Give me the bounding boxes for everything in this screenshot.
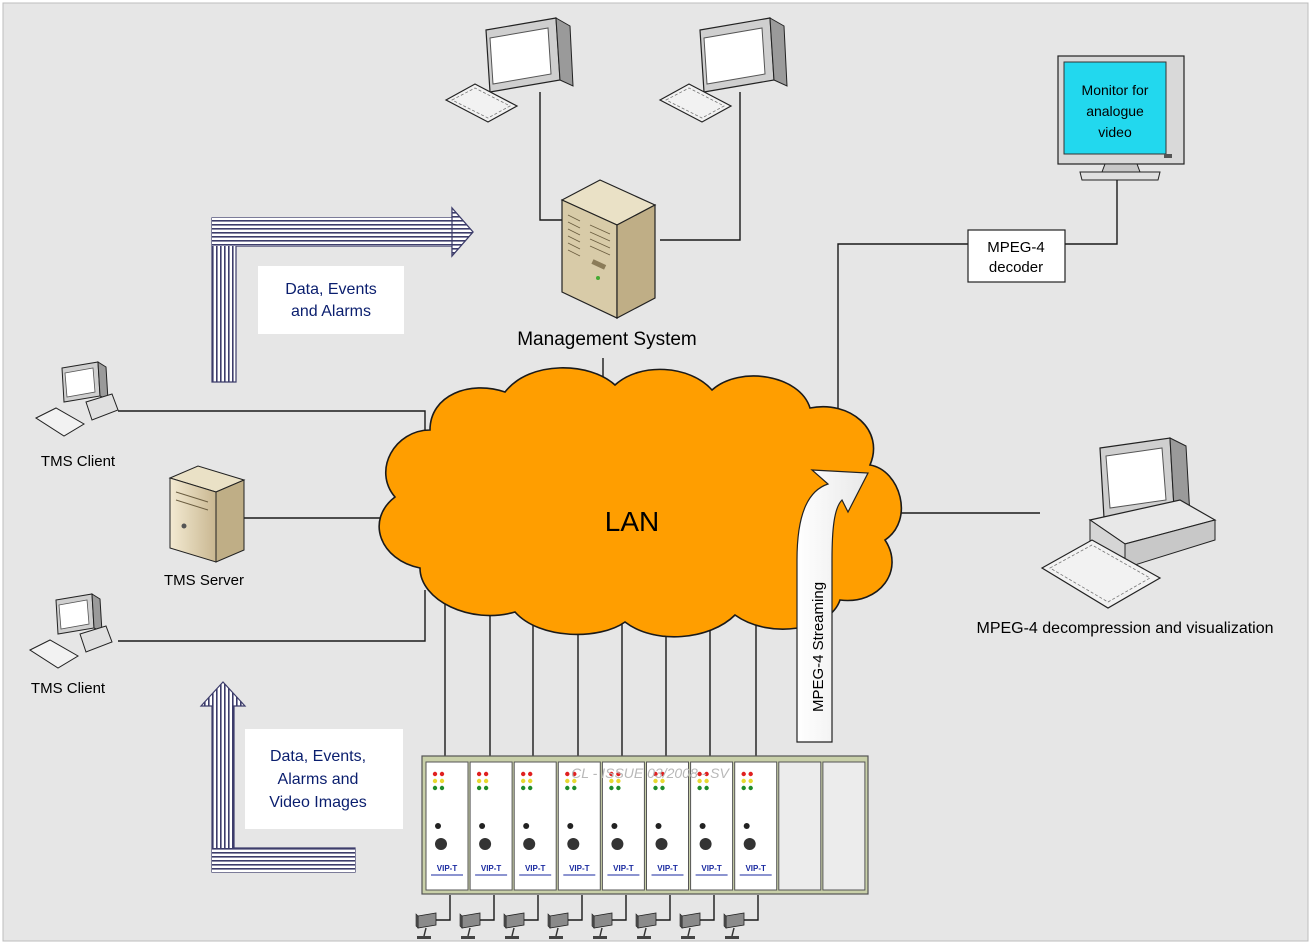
- tms-client-top-label: TMS Client: [41, 453, 116, 470]
- vip-t-module: VIP-T: [469, 761, 513, 891]
- camera-icon: [679, 912, 701, 939]
- vip-t-label: VIP-T: [437, 864, 458, 873]
- vip-t-label: VIP-T: [745, 864, 766, 873]
- vip-t-module: VIP-T: [557, 761, 601, 891]
- monitor-label-line-3: video: [1098, 124, 1132, 140]
- camera-icon: [547, 912, 569, 939]
- arrow-bottom-line-1: Data, Events,: [270, 748, 366, 765]
- visualization-label: MPEG-4 decompression and visualization: [976, 620, 1273, 637]
- watermark-text: CL - ISSUE 03/2008 - SV: [571, 765, 730, 781]
- vip-t-module: VIP-T: [513, 761, 557, 891]
- vip-t-label: VIP-T: [701, 864, 722, 873]
- connection-lines: [118, 92, 1118, 921]
- vip-t-label: VIP-T: [481, 864, 502, 873]
- arrow-bottom-line-3: Video Images: [269, 794, 367, 811]
- management-system-label: Management System: [517, 329, 697, 350]
- tms-server-icon: [168, 465, 246, 563]
- monitor-label-line-2: analogue: [1086, 103, 1144, 119]
- tms-server-label: TMS Server: [164, 572, 244, 589]
- arrow-top-line-2: and Alarms: [291, 303, 371, 320]
- camera-icon: [415, 912, 437, 939]
- vip-t-module: VIP-T: [646, 761, 689, 891]
- camera-icon: [591, 912, 613, 939]
- decoder-label-line-1: MPEG-4: [987, 239, 1045, 256]
- mpeg4-decoder-box: MPEG-4 decoder: [967, 229, 1066, 283]
- monitor-label-line-1: Monitor for: [1082, 82, 1149, 98]
- vip-t-label: VIP-T: [613, 864, 634, 873]
- vip-t-label: VIP-T: [569, 864, 590, 873]
- vip-t-module: VIP-T: [601, 761, 645, 891]
- visualization-workstation-icon: [1040, 437, 1217, 609]
- empty-rack-slot: [822, 761, 866, 891]
- camera-icon: [723, 912, 745, 939]
- camera-icon: [503, 912, 525, 939]
- lan-label: LAN: [605, 506, 659, 537]
- decoder-label-line-2: decoder: [989, 259, 1043, 276]
- tms-client-bottom-icon: [28, 593, 113, 669]
- tms-client-top-icon: [34, 361, 119, 437]
- vip-t-module: VIP-T: [734, 761, 778, 891]
- data-arrow-up: Data, Events and Alarms: [211, 206, 474, 383]
- lan-cloud: LAN: [378, 367, 903, 638]
- arrow-bottom-line-2: Alarms and: [278, 771, 359, 788]
- vip-t-module: VIP-T: [690, 761, 734, 891]
- tms-client-bottom-label: TMS Client: [31, 680, 106, 697]
- arrow-top-line-1: Data, Events: [285, 281, 377, 298]
- streaming-arrow: MPEG-4 Streaming: [796, 469, 869, 743]
- vip-t-label: VIP-T: [657, 864, 678, 873]
- camera-row: [415, 912, 745, 939]
- data-arrow-down: Data, Events, Alarms and Video Images: [199, 681, 403, 873]
- management-server-icon: [560, 179, 657, 319]
- vip-t-module: VIP-T: [425, 761, 469, 891]
- empty-rack-slot: [778, 761, 822, 891]
- workstation-left-icon: [444, 17, 574, 123]
- camera-icon: [459, 912, 481, 939]
- camera-icon: [635, 912, 657, 939]
- vip-t-rack: VIP-T VIP-T VIP-T VIP-T VIP-T VIP-T VIP-T VIP-T…: [421, 755, 869, 895]
- data-events-video-box: [245, 729, 403, 829]
- workstation-right-icon: [658, 17, 788, 123]
- streaming-label: MPEG-4 Streaming: [810, 582, 827, 712]
- data-events-box: [258, 266, 404, 334]
- analogue-monitor-icon: Monitor for analogue video: [1057, 55, 1185, 181]
- vip-t-label: VIP-T: [525, 864, 546, 873]
